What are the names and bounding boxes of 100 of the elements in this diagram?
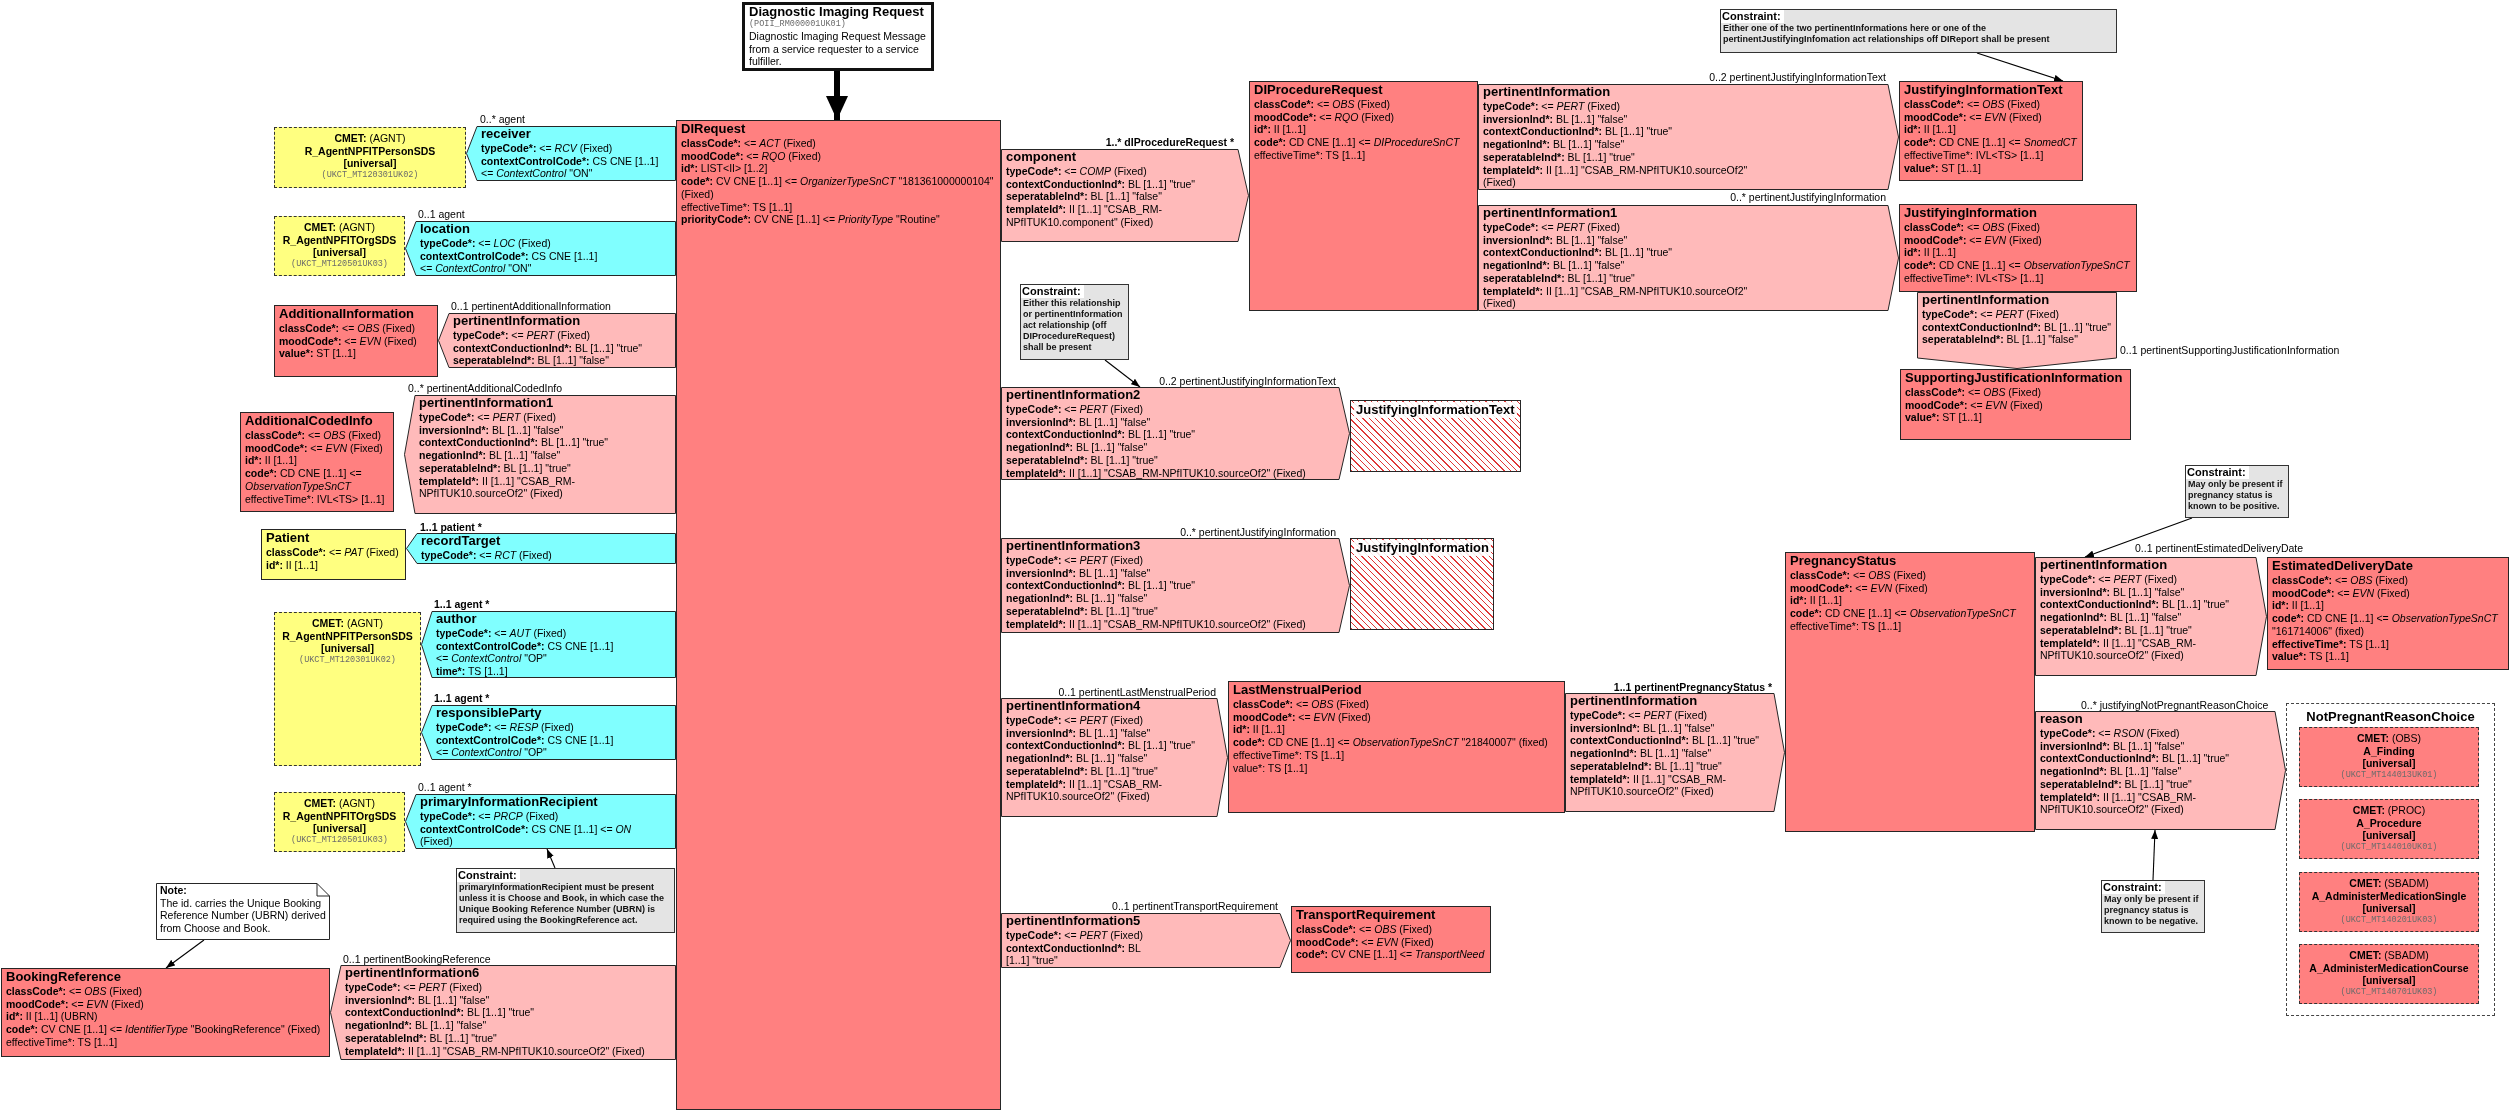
message-description: Diagnostic Imaging Request Message from a service requester to a service fulfiller. bbox=[749, 30, 927, 69]
cmet-box bbox=[2299, 727, 2479, 787]
attribute-text: effectiveTime*: TS [1..1] bbox=[6, 1035, 118, 1049]
attribute-text: classCode*: <= OBS (Fixed) bbox=[1233, 698, 1369, 711]
class-box bbox=[240, 412, 394, 512]
attribute-text: inversionInd*: BL [1..1] "false" bbox=[1006, 415, 1151, 429]
class-box bbox=[274, 305, 438, 377]
artifact-id: (UKCT_MT144010UK01) bbox=[2340, 842, 2438, 854]
multiplicity-label: 0..1 pertinentAdditionalInformation bbox=[451, 300, 611, 312]
cmet-box bbox=[2299, 872, 2479, 932]
attribute-text: contextConductionInd*: BL [1..1] "true" bbox=[1006, 428, 1196, 442]
attribute-text: negationInd*: BL [1..1] "false" bbox=[1006, 441, 1148, 454]
participation-box bbox=[421, 611, 676, 678]
attribute-text: templateId*: II [1..1] "CSAB_RM-NPfITUK10.sourceOf2" (Fixed) bbox=[1483, 163, 1749, 189]
relationship-name: pertinentInformation3 bbox=[1006, 538, 1141, 554]
cmet-label: CMET: (AGNT) bbox=[303, 797, 376, 810]
artifact-id: (UKCT_MT144013UK01) bbox=[2340, 770, 2438, 782]
multiplicity-label: 0..2 pertinentJustifyingInformationText bbox=[1159, 375, 1336, 387]
attribute-text: seperatableInd*: BL [1..1] "true" bbox=[1006, 604, 1158, 618]
relationship-name: pertinentInformation bbox=[2040, 557, 2168, 573]
attribute-text: classCode*: <= OBS (Fixed) bbox=[1904, 98, 2040, 111]
attribute-text: seperatableInd*: BL [1..1] "true" bbox=[1006, 453, 1158, 467]
attribute-text: templateId*: II [1..1] "CSAB_RM-NPfITUK10.component" (Fixed) bbox=[1006, 203, 1163, 229]
attribute-text: effectiveTime*: IVL<TS> [1..1] bbox=[1904, 271, 2044, 285]
attribute-text: typeCode*: <= PERT (Fixed) bbox=[1922, 308, 2059, 321]
attribute-text: contextConductionInd*: BL [1..1] "true" bbox=[453, 341, 643, 355]
cmet-name: A_Finding bbox=[2363, 744, 2415, 758]
attribute-text: seperatableInd*: BL [1..1] "false" bbox=[453, 354, 609, 368]
cmet-box bbox=[274, 792, 405, 852]
act-relationship-box bbox=[1001, 149, 1249, 242]
class-name: LastMenstrualPeriod bbox=[1233, 682, 1362, 698]
attribute-text: moodCode*: <= EVN (Fixed) bbox=[1233, 710, 1371, 724]
attribute-text: effectiveTime*: IVL<TS> [1..1] bbox=[1904, 148, 2044, 162]
attribute-text: value*: TS [1..1] bbox=[2272, 650, 2349, 663]
participation-box bbox=[421, 705, 676, 760]
attribute-text: seperatableInd*: BL [1..1] "false" bbox=[1922, 333, 2078, 347]
attribute-text: negationInd*: BL [1..1] "false" bbox=[2040, 611, 2182, 624]
attribute-text: moodCode*: <= EVN (Fixed) bbox=[1904, 110, 2042, 124]
attribute-text: typeCode*: <= PERT (Fixed) bbox=[1006, 929, 1143, 942]
attribute-text: code*: CD CNE [1..1] <= DIProcedureSnCT bbox=[1254, 136, 1460, 149]
act-relationship-box bbox=[2035, 711, 2286, 830]
attribute-text: id*: II [1..1] bbox=[2272, 599, 2324, 613]
arrow bbox=[165, 939, 205, 969]
attribute-text: moodCode*: <= RQO (Fixed) bbox=[681, 149, 822, 163]
relationship-name: pertinentInformation bbox=[1483, 84, 1611, 100]
cmet-qualifier: [universal] bbox=[2362, 757, 2416, 770]
class-box bbox=[1291, 906, 1491, 973]
multiplicity-label: 1..1 agent * bbox=[434, 692, 490, 704]
attribute-text: typeCode*: <= COMP (Fixed) bbox=[1006, 165, 1147, 178]
cmet-name: R_AgentNPFITOrgSDS bbox=[282, 233, 397, 247]
cmet-label: CMET: (SBADM) bbox=[2349, 877, 2429, 890]
class-name: Patient bbox=[266, 530, 310, 546]
attribute-text: negationInd*: BL [1..1] "false" bbox=[1006, 592, 1148, 605]
attribute-text: contextControlCode*: CS CNE [1..1] <= ContextControl "ON" bbox=[420, 249, 599, 276]
attribute-text: contextControlCode*: CS CNE [1..1] <= ON (Fixed) bbox=[420, 822, 633, 849]
attribute-text: value*: ST [1..1] bbox=[1904, 161, 1981, 175]
relationship-name: author bbox=[436, 611, 477, 627]
attribute-text: negationInd*: BL [1..1] "false" bbox=[1483, 138, 1625, 151]
attribute-text: classCode*: <= OBS (Fixed) bbox=[1296, 923, 1432, 936]
attribute-text: priorityCode*: CV CNE [1..1] <= PriorityType "Routine" bbox=[681, 213, 940, 226]
relationship-name: component bbox=[1006, 149, 1077, 165]
multiplicity-label: 0..1 pertinentTransportRequirement bbox=[1112, 900, 1278, 912]
cmet-qualifier: [universal] bbox=[343, 157, 397, 170]
attribute-text: templateId*: II [1..1] "CSAB_RM-NPfITUK10.sourceOf2" (Fixed) bbox=[1006, 466, 1306, 480]
participation-box bbox=[405, 221, 676, 276]
attribute-text: negationInd*: BL [1..1] "false" bbox=[1483, 259, 1625, 272]
attribute-text: inversionInd*: BL [1..1] "false" bbox=[1006, 566, 1151, 580]
class-box bbox=[1900, 369, 2131, 440]
attribute-text: moodCode*: <= EVN (Fixed) bbox=[245, 441, 383, 455]
multiplicity-label: 0..* agent bbox=[480, 113, 525, 125]
attribute-text: classCode*: <= OBS (Fixed) bbox=[1905, 386, 2041, 399]
cmet-qualifier: [universal] bbox=[312, 822, 367, 835]
class-box bbox=[1249, 81, 1478, 311]
multiplicity-label: 1..* dIProcedureRequest * bbox=[1105, 136, 1234, 148]
attribute-text: contextConductionInd*: BL [1..1] "true" bbox=[1570, 734, 1760, 748]
act-relationship-box bbox=[1001, 387, 1350, 480]
attribute-text: moodCode*: <= RQO (Fixed) bbox=[1254, 110, 1395, 124]
attribute-text: templateId*: II [1..1] "CSAB_RM-NPfITUK10.sourceOf2" (Fixed) bbox=[1570, 772, 1727, 798]
attribute-text: typeCode*: <= PERT (Fixed) bbox=[1006, 714, 1143, 727]
class-name: DIRequest bbox=[681, 121, 746, 137]
attribute-text: contextConductionInd*: BL [1..1] "true" bbox=[1483, 125, 1673, 139]
attribute-text: code*: CV CNE [1..1] <= IdentifierType "BookingReference" (Fixed) bbox=[6, 1023, 321, 1036]
multiplicity-label: 1..1 pertinentPregnancyStatus * bbox=[1613, 681, 1772, 693]
attribute-text: typeCode*: <= RCT (Fixed) bbox=[421, 549, 552, 562]
attribute-text: contextConductionInd*: BL [1..1] "true" bbox=[2040, 598, 2230, 612]
attribute-text: contextControlCode*: CS CNE [1..1] <= ContextControl "OP" bbox=[436, 639, 615, 666]
class-box bbox=[261, 529, 406, 580]
attribute-text: typeCode*: <= PERT (Fixed) bbox=[345, 981, 482, 994]
attribute-text: id*: II [1..1] (UBRN) bbox=[6, 1010, 98, 1024]
attribute-text: templateId*: II [1..1] "CSAB_RM-NPfITUK10.sourceOf2" (Fixed) bbox=[2040, 790, 2197, 816]
attribute-text: negationInd*: BL [1..1] "false" bbox=[1570, 747, 1712, 760]
class-name: PregnancyStatus bbox=[1790, 553, 1897, 569]
relationship-name: responsibleParty bbox=[436, 705, 542, 721]
attribute-text: contextConductionInd*: BL [1..1] "true" bbox=[1006, 579, 1196, 593]
constraint-box bbox=[456, 868, 675, 933]
attribute-text: code*: CD CNE [1..1] <= ObservationTypeSnCT "161714006" (fixed) bbox=[2272, 612, 2499, 638]
attribute-text: moodCode*: <= EVN (Fixed) bbox=[1904, 233, 2042, 247]
arrow bbox=[2151, 829, 2159, 881]
class-box bbox=[1899, 81, 2083, 181]
attribute-text: inversionInd*: BL [1..1] "false" bbox=[1483, 112, 1628, 126]
